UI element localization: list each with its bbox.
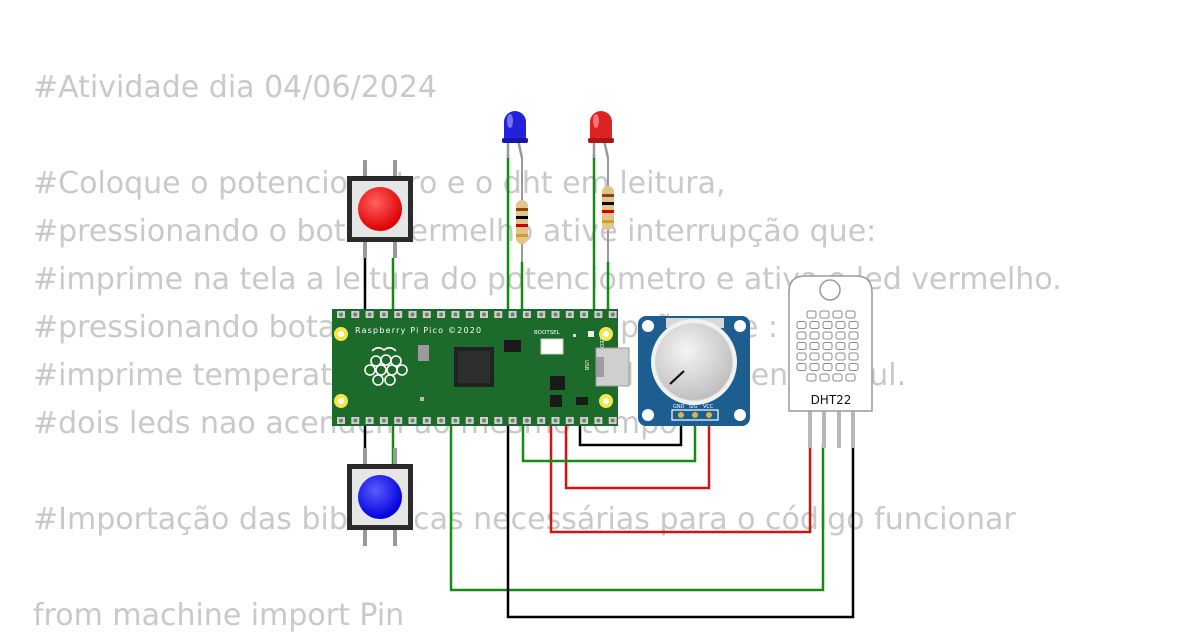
- grille-slot: [806, 373, 817, 382]
- grille-slot: [809, 342, 820, 350]
- grille-slot: [822, 331, 833, 340]
- grille-slot: [806, 310, 817, 319]
- grille-slot: [809, 363, 820, 371]
- onboard-led: [588, 331, 594, 337]
- pin-label-gnd: GND: [673, 404, 685, 410]
- grille-slot: [835, 342, 846, 350]
- grille-slot: [819, 310, 830, 319]
- grille-slot: [835, 331, 846, 340]
- grille-slot: [796, 321, 807, 329]
- wire-black-pico-to-dht-gnd[interactable]: [506, 426, 855, 619]
- grille-slot: [848, 321, 859, 329]
- grille-slot: [796, 342, 807, 350]
- raspberry-logo-icon: [364, 346, 408, 386]
- code-line: from machine import Pin: [33, 598, 405, 633]
- grille-slot: [832, 373, 843, 382]
- grille-slot: [848, 363, 859, 371]
- grille-slot: [848, 331, 859, 340]
- regulator-chip: [550, 376, 565, 390]
- resistor-blue-led[interactable]: [516, 158, 528, 262]
- blue-led[interactable]: [502, 111, 528, 159]
- header-pins-bottom: [337, 417, 617, 424]
- wire-green-pico-to-pot-sig[interactable]: [521, 412, 697, 463]
- grille-slot: [819, 373, 830, 382]
- red-led[interactable]: [588, 111, 614, 159]
- grille-slot: [809, 331, 820, 340]
- sensor-grille: [796, 310, 859, 382]
- grille-slot: [796, 331, 807, 340]
- grille-slot: [835, 321, 846, 329]
- grille-slot: [809, 321, 820, 329]
- grille-slot: [822, 321, 833, 329]
- grille-slot: [796, 363, 807, 371]
- code-line: #Atividade dia 04/06/2024: [33, 70, 437, 105]
- board-label: Raspberry Pi Pico ©2020: [355, 326, 482, 335]
- grille-slot: [822, 342, 833, 350]
- dht22-sensor[interactable]: DHT22: [788, 275, 873, 448]
- grille-slot: [822, 352, 833, 361]
- knob-indicator: [669, 370, 685, 385]
- potentiometer-module[interactable]: GND SIG VCC: [638, 316, 750, 426]
- grille-slot: [832, 310, 843, 319]
- grille-slot: [835, 363, 846, 371]
- bootsel-label: BOOTSEL: [534, 330, 561, 336]
- sensor-label: DHT22: [811, 393, 852, 407]
- grille-slot: [848, 342, 859, 350]
- crystal-component: [418, 345, 429, 361]
- grille-slot: [848, 352, 859, 361]
- raspberry-pi-pico-board[interactable]: Raspberry Pi Pico ©2020 BOOTSEL LED USB: [332, 309, 630, 426]
- pin-label-sig: SIG: [689, 404, 698, 410]
- bootsel-button[interactable]: [540, 338, 564, 355]
- pin-label-vcc: VCC: [703, 404, 714, 410]
- red-push-button[interactable]: [347, 160, 413, 258]
- grille-slot: [835, 352, 846, 361]
- blue-push-button[interactable]: [347, 448, 413, 546]
- code-line: #pressionando o botao vermelho ative int…: [33, 214, 877, 249]
- grille-slot: [822, 363, 833, 371]
- usb-label: USB: [583, 360, 589, 371]
- grille-slot: [845, 310, 856, 319]
- wire-red-pico-to-pot-vcc[interactable]: [564, 412, 711, 490]
- sensor-mount-hole: [819, 279, 841, 301]
- wires: [363, 155, 855, 619]
- grille-slot: [845, 373, 856, 382]
- wire-black-pico-to-pot-gnd[interactable]: [578, 412, 683, 447]
- led-label: LED: [598, 338, 604, 348]
- header-pins-top: [337, 311, 617, 318]
- wire-red-pico-to-dht-vcc[interactable]: [549, 426, 812, 534]
- wire-green-pico-to-dht[interactable]: [449, 426, 825, 592]
- resistor-red-led[interactable]: [602, 158, 614, 262]
- grille-slot: [809, 352, 820, 361]
- flash-chip: [504, 340, 521, 352]
- grille-slot: [796, 352, 807, 361]
